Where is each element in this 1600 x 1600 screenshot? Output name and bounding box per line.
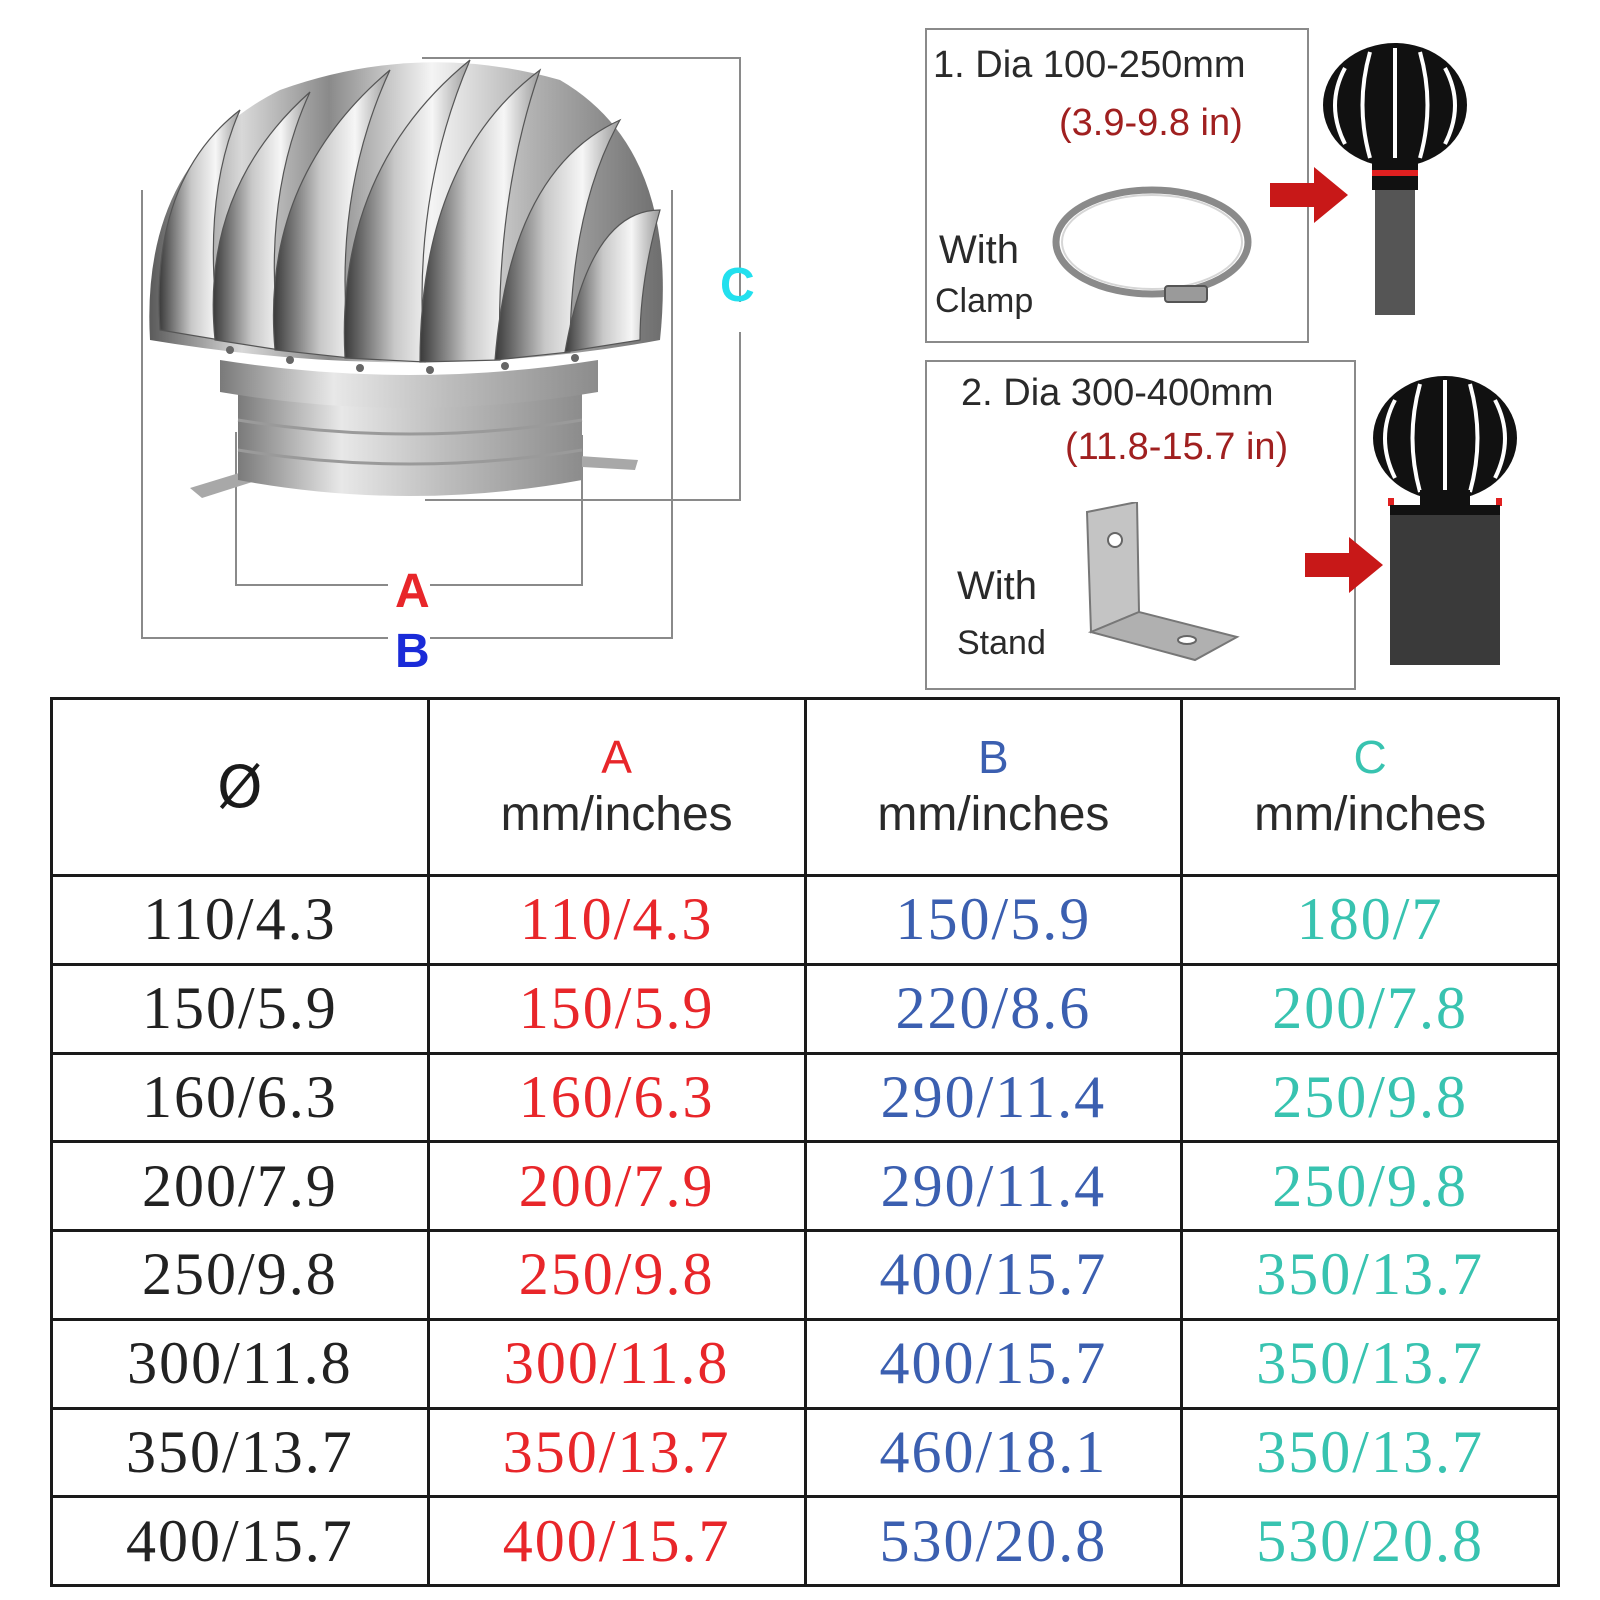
diameter-symbol: Ø bbox=[217, 753, 263, 821]
cell-diameter: 160/6.3 bbox=[50, 1051, 430, 1144]
table-row: 200/7.9 200/7.9 290/11.4 250/9.8 bbox=[50, 1140, 1560, 1232]
header-letter: A bbox=[601, 731, 632, 783]
cell-c: 350/13.7 bbox=[1180, 1317, 1560, 1410]
option-title: 1. Dia 100-250mm bbox=[933, 44, 1246, 86]
option-with-label: With bbox=[939, 228, 1019, 272]
hose-clamp-icon bbox=[1052, 186, 1252, 303]
vane-rivets bbox=[226, 346, 579, 374]
ventilator-illustration: A B C bbox=[120, 40, 780, 680]
l-bracket-icon bbox=[1085, 502, 1240, 662]
header-unit: mm/inches bbox=[1254, 788, 1487, 841]
mounting-option-stand: 2. Dia 300-400mm (11.8-15.7 in) With Sta… bbox=[925, 360, 1356, 690]
cell-a: 200/7.9 bbox=[426, 1140, 807, 1232]
mounting-option-clamp: 1. Dia 100-250mm (3.9-9.8 in) With Clamp bbox=[925, 28, 1309, 343]
cell-diameter: 150/5.9 bbox=[50, 962, 430, 1055]
cell-b: 220/8.6 bbox=[803, 962, 1184, 1055]
cell-diameter: 200/7.9 bbox=[50, 1140, 430, 1232]
cell-b: 290/11.4 bbox=[803, 1051, 1184, 1144]
cell-c: 250/9.8 bbox=[1180, 1140, 1560, 1232]
neck-cylinder bbox=[238, 390, 582, 496]
cell-c: 530/20.8 bbox=[1180, 1495, 1560, 1587]
cell-c: 350/13.7 bbox=[1180, 1229, 1560, 1321]
cell-diameter: 350/13.7 bbox=[50, 1406, 430, 1499]
header-unit: mm/inches bbox=[500, 788, 733, 841]
dimension-label-b: B bbox=[395, 625, 430, 678]
dimension-table: Ø A mm/inches B mm/inches C mm/inches 11… bbox=[50, 697, 1560, 1587]
stand-foot-right bbox=[565, 455, 638, 470]
cell-diameter: 400/15.7 bbox=[50, 1495, 430, 1587]
dimension-label-c: C bbox=[720, 259, 755, 312]
ventilator-on-pipe-icon bbox=[1323, 43, 1467, 315]
option-kind-label: Clamp bbox=[935, 282, 1034, 320]
table-row: 150/5.9 150/5.9 220/8.6 200/7.8 bbox=[50, 962, 1560, 1055]
cell-b: 460/18.1 bbox=[803, 1406, 1184, 1499]
table-row: 250/9.8 250/9.8 400/15.7 350/13.7 bbox=[50, 1229, 1560, 1321]
cell-a: 400/15.7 bbox=[426, 1495, 807, 1587]
cell-c: 350/13.7 bbox=[1180, 1406, 1560, 1499]
option-range: (11.8-15.7 in) bbox=[1065, 426, 1289, 468]
table-row: 350/13.7 350/13.7 460/18.1 350/13.7 bbox=[50, 1406, 1560, 1499]
header-unit: mm/inches bbox=[877, 788, 1110, 841]
dimension-label-a: A bbox=[395, 565, 430, 618]
cell-a: 160/6.3 bbox=[426, 1051, 807, 1144]
ventilator-on-stand-icon bbox=[1373, 376, 1517, 665]
header-a: A mm/inches bbox=[426, 697, 807, 877]
cell-a: 300/11.8 bbox=[426, 1317, 807, 1410]
cell-b: 400/15.7 bbox=[803, 1317, 1184, 1410]
table-header-row: Ø A mm/inches B mm/inches C mm/inches bbox=[50, 697, 1560, 877]
header-letter: C bbox=[1353, 731, 1387, 783]
cell-diameter: 250/9.8 bbox=[50, 1229, 430, 1321]
option-kind-label: Stand bbox=[957, 624, 1046, 662]
arrow-right-icon bbox=[1270, 167, 1348, 223]
cell-b: 530/20.8 bbox=[803, 1495, 1184, 1587]
cell-c: 180/7 bbox=[1180, 874, 1560, 966]
cell-a: 150/5.9 bbox=[426, 962, 807, 1055]
option-title: 2. Dia 300-400mm bbox=[961, 372, 1274, 414]
cell-b: 290/11.4 bbox=[803, 1140, 1184, 1232]
table-row: 400/15.7 400/15.7 530/20.8 530/20.8 bbox=[50, 1495, 1560, 1587]
header-letter: B bbox=[978, 731, 1009, 783]
header-b: B mm/inches bbox=[803, 697, 1184, 877]
collar-ring bbox=[220, 360, 598, 408]
table-row: 110/4.3 110/4.3 150/5.9 180/7 bbox=[50, 874, 1560, 966]
option-range: (3.9-9.8 in) bbox=[1059, 102, 1243, 144]
cell-b: 400/15.7 bbox=[803, 1229, 1184, 1321]
cell-b: 150/5.9 bbox=[803, 874, 1184, 966]
cell-a: 110/4.3 bbox=[426, 874, 807, 966]
cell-a: 250/9.8 bbox=[426, 1229, 807, 1321]
turbine-ventilator-image bbox=[141, 57, 741, 639]
cell-diameter: 110/4.3 bbox=[50, 874, 430, 966]
header-diameter: Ø bbox=[50, 697, 430, 877]
header-c: C mm/inches bbox=[1180, 697, 1560, 877]
turbine-vanes bbox=[158, 59, 661, 363]
option-with-label: With bbox=[957, 564, 1037, 608]
cell-a: 350/13.7 bbox=[426, 1406, 807, 1499]
cell-c: 250/9.8 bbox=[1180, 1051, 1560, 1144]
arrow-right-icon bbox=[1305, 537, 1383, 593]
table-row: 160/6.3 160/6.3 290/11.4 250/9.8 bbox=[50, 1051, 1560, 1144]
cell-diameter: 300/11.8 bbox=[50, 1317, 430, 1410]
table-row: 300/11.8 300/11.8 400/15.7 350/13.7 bbox=[50, 1317, 1560, 1410]
cell-c: 200/7.8 bbox=[1180, 962, 1560, 1055]
